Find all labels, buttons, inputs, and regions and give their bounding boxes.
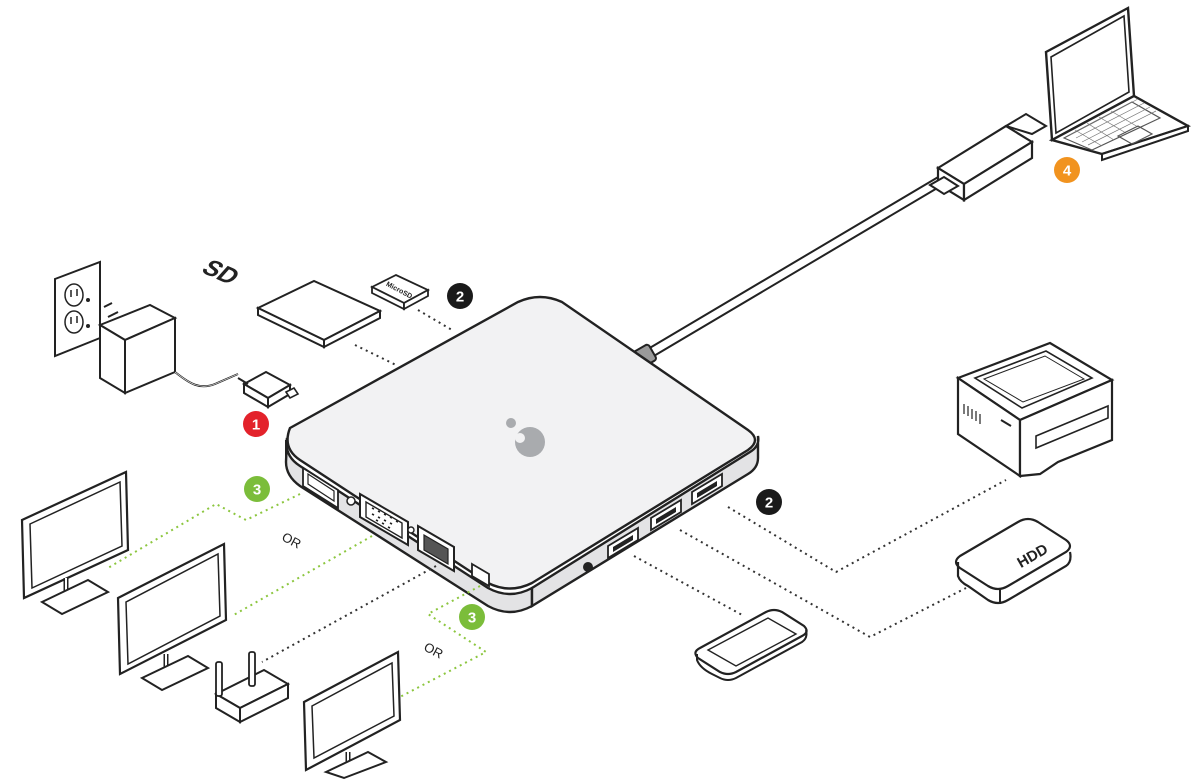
microsd-card-icon: MicroSD [369,274,430,311]
hub-logo-icon [506,418,545,457]
connector-vga-monitor [231,535,373,617]
badge-power: 1 [243,411,269,437]
badge-card-reader: 2 [447,283,473,309]
badge-power-number: 1 [252,417,260,434]
monitor-icon [302,650,402,780]
connector-hdd [679,529,967,639]
connector-phone [633,555,745,617]
smartphone-icon [694,608,808,681]
connector-router [261,565,437,663]
monitor-icon [116,542,228,692]
laptop-icon [1044,6,1191,162]
or-label-bottom: OR [421,639,445,661]
ethernet-port-icon [417,524,455,573]
connector-minidp-monitor [397,585,488,699]
sd-label: SD [196,256,245,290]
badge-video-bottom: 3 [459,604,485,630]
mini-displayport-icon [471,562,490,588]
router-icon [213,651,291,724]
usb-port-icon [691,472,723,506]
usb-port-icon [607,526,639,560]
connector-microsd [417,309,453,331]
audio-jack-icon [583,562,593,572]
wall-outlet-icon [54,260,101,358]
badge-host: 4 [1054,157,1080,183]
hdmi-port-icon [302,466,339,510]
monitor-icon [20,470,130,616]
connector-printer [727,479,1007,574]
sd-card-icon: SD [196,256,383,349]
led-indicator [346,496,356,506]
badge-video-top-number: 3 [253,482,261,499]
badge-usb: 2 [756,489,782,515]
badge-video-bottom-number: 3 [468,610,476,627]
badge-usb-number: 2 [765,495,773,512]
hdd-icon: HDD [954,517,1072,605]
badge-card-reader-number: 2 [456,289,464,306]
usb-c-plug-icon [928,112,1048,202]
power-adapter-icon [97,302,239,395]
connector-hdmi-monitor [107,493,301,569]
badge-host-number: 4 [1063,163,1072,180]
power-plug-icon [237,370,300,409]
usb-c-cable [629,174,948,371]
usb-port-icon [650,498,682,532]
vga-port-icon [359,492,409,547]
docking-hub-icon [284,295,760,614]
printer-icon [955,341,1115,479]
badge-video-top: 3 [244,476,270,502]
connector-sd [354,344,397,366]
or-label-top: OR [279,529,303,551]
